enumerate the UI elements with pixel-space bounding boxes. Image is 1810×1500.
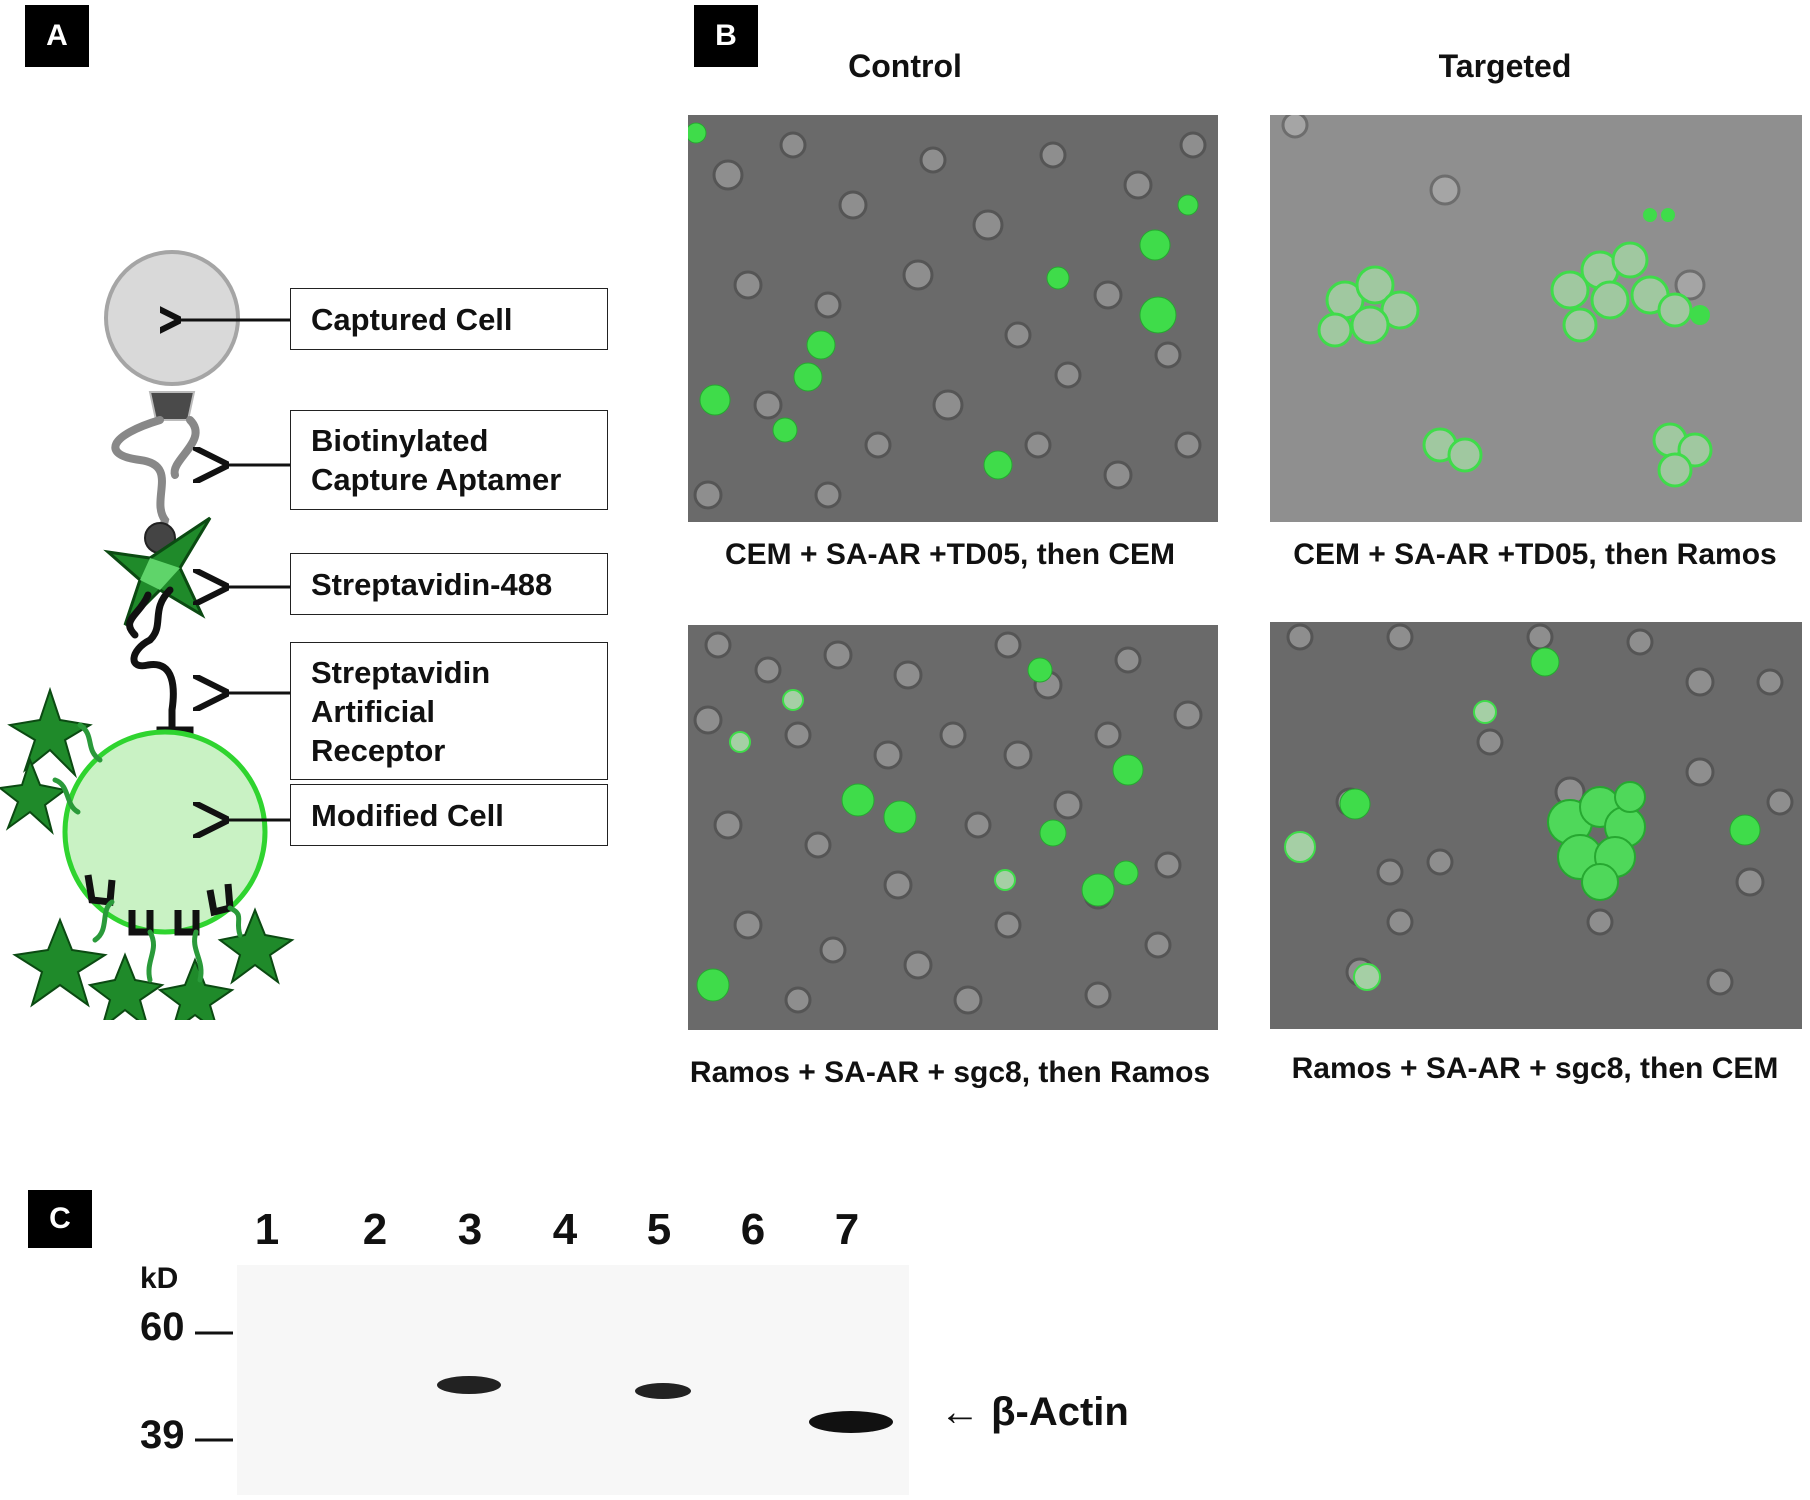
- panel-c-letter: C: [28, 1190, 92, 1248]
- decorative-linkers: [52, 722, 243, 983]
- cluster-4: [1652, 422, 1713, 488]
- micrograph-targeted-top: [1270, 115, 1802, 522]
- lane-number: 3: [457, 1205, 483, 1254]
- band-lane-5: [635, 1383, 691, 1399]
- label-capture-aptamer: Biotinylated Capture Aptamer: [290, 410, 608, 510]
- band-lane-7: [809, 1411, 893, 1433]
- marker-60: 60: [140, 1305, 185, 1349]
- marker-39: 39: [140, 1413, 185, 1457]
- micrograph-control-top: [688, 115, 1218, 522]
- lane-number: 7: [834, 1205, 860, 1254]
- artificial-receptor-strand: [130, 586, 177, 739]
- blot-membrane: [237, 1265, 909, 1495]
- lane-number: 4: [552, 1205, 578, 1254]
- capture-aptamer-strand: [111, 416, 170, 544]
- column-title-targeted: Targeted: [1438, 48, 1572, 84]
- panel-a-schematic: [0, 250, 295, 1020]
- lane-number: 5: [646, 1205, 672, 1254]
- micrograph-targeted-bottom: [1270, 622, 1802, 1029]
- panel-a-letter: A: [25, 5, 89, 67]
- label-captured-cell: Captured Cell: [290, 288, 608, 350]
- kd-unit-label: kD: [140, 1262, 179, 1295]
- label-artificial-receptor: Streptavidin Artificial Receptor: [290, 642, 608, 780]
- cluster-1: [1317, 265, 1420, 348]
- modified-cell-receptors: [84, 874, 234, 936]
- cluster-3: [1422, 427, 1483, 473]
- caption-targeted-bottom: Ramos + SA-AR + sgc8, then CEM: [1291, 1052, 1779, 1085]
- caption-control-top: CEM + SA-AR +TD05, then CEM: [724, 538, 1176, 571]
- caption-targeted-top: CEM + SA-AR +TD05, then Ramos: [1293, 538, 1777, 571]
- beta-actin-label: ← β-Actin: [940, 1390, 1129, 1434]
- cluster-2: [1550, 241, 1693, 343]
- micrograph-control-bottom: [688, 625, 1218, 1030]
- column-title-control: Control: [848, 48, 962, 84]
- panel-a-arrows: [160, 300, 290, 840]
- cluster-bottom: [1547, 781, 1646, 901]
- western-blot: [195, 1265, 909, 1495]
- band-lane-3: [437, 1376, 501, 1394]
- label-streptavidin: Streptavidin-488: [290, 553, 608, 615]
- lane-number: 6: [740, 1205, 766, 1254]
- panel-b-letter: B: [694, 5, 758, 67]
- label-modified-cell: Modified Cell: [290, 784, 608, 846]
- lane-number: 2: [362, 1205, 388, 1254]
- caption-control-bottom: Ramos + SA-AR + sgc8, then Ramos: [689, 1056, 1211, 1089]
- lane-number: 1: [254, 1205, 280, 1254]
